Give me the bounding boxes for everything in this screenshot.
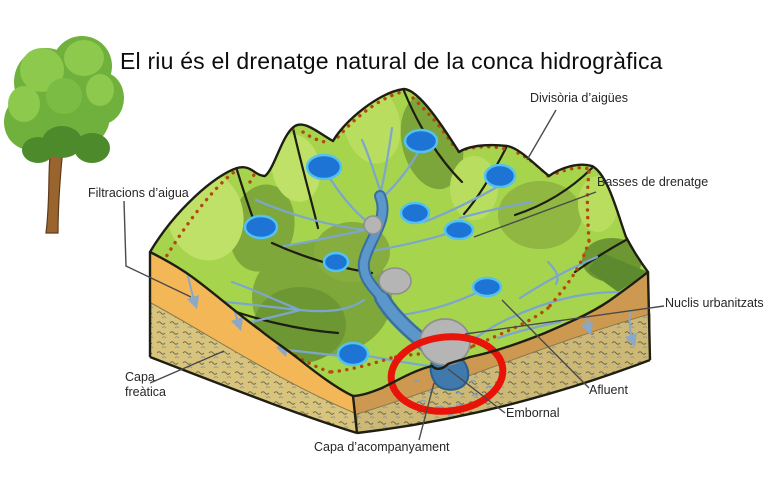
pond xyxy=(471,276,503,298)
urban-nucleus xyxy=(363,215,383,235)
leader-lines xyxy=(123,109,665,441)
drainage-ponds xyxy=(243,128,517,367)
label-basses-drenatge: Basses de drenatge xyxy=(597,175,709,189)
page-title: El riu és el drenatge natural de la conc… xyxy=(120,48,663,74)
leader-embornal xyxy=(447,368,506,414)
pond xyxy=(336,341,370,367)
pond xyxy=(483,163,517,189)
label-nuclis-urbanitzats: Nuclis urbanitzats xyxy=(665,296,764,310)
label-capa-acompanyament: Capa d’acompanyament xyxy=(314,440,450,454)
tree-canopy xyxy=(4,36,124,163)
highlight-ellipse xyxy=(387,333,507,415)
leader-basses xyxy=(473,191,597,238)
leader-divisoria xyxy=(526,109,557,161)
leader-capa-freatica xyxy=(149,350,225,384)
pond xyxy=(243,214,279,240)
tree-icon xyxy=(4,36,124,234)
label-filtracions-aigua: Filtracions d’aigua xyxy=(88,186,189,200)
pond xyxy=(403,128,439,154)
pond xyxy=(399,201,431,225)
label-afluent: Afluent xyxy=(589,383,628,397)
leader-afluent xyxy=(501,299,590,389)
label-divisoria-aigues: Divisòria d’aigües xyxy=(530,91,628,105)
pond xyxy=(322,251,350,273)
leader-nuclis xyxy=(464,305,665,335)
leader-acompanyament xyxy=(418,382,435,441)
urban-nuclei xyxy=(363,215,412,295)
pond xyxy=(443,219,475,241)
leader-filtracions xyxy=(123,200,192,298)
pond xyxy=(305,153,343,181)
label-embornal: Embornal xyxy=(506,406,560,420)
urban-nucleus xyxy=(378,267,412,295)
block-edges xyxy=(148,87,652,435)
label-capa-freatica: Capa freàtica xyxy=(125,370,166,399)
